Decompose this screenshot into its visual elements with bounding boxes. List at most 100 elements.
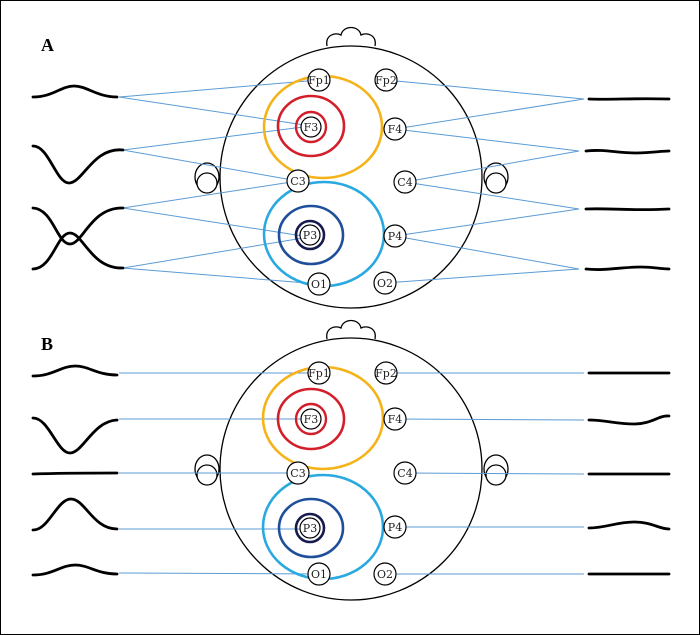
right-traces-b — [587, 371, 671, 576]
trace — [31, 416, 119, 455]
electrode-label: P3 — [303, 522, 317, 535]
electrode-label: F3 — [304, 413, 319, 426]
electrode-p4: P4 — [383, 224, 407, 248]
panel-a-label: A — [41, 35, 54, 55]
nose-b — [326, 319, 376, 340]
right-ear-a — [483, 162, 509, 194]
trace — [31, 231, 125, 271]
frontal-outer-ring — [276, 94, 346, 158]
lead-line — [394, 128, 580, 152]
electrode-o2: O2 — [373, 562, 397, 586]
electrode-f4: F4 — [383, 407, 407, 431]
right-ear-b — [483, 454, 509, 486]
parietal-inner-ring — [294, 512, 326, 544]
frontal-outer-ring — [276, 387, 346, 451]
trace — [31, 144, 125, 185]
electrode-label: Fp2 — [375, 367, 397, 380]
lead-line — [404, 150, 580, 183]
lead-line — [122, 236, 310, 269]
electrode-label: Fp2 — [375, 74, 397, 87]
trace — [584, 149, 671, 155]
electrodes-b: Fp1 Fp2 F3 F4 C3 C4 P3 P4 O1 O2 — [286, 361, 417, 586]
electrode-label: C4 — [397, 467, 412, 480]
parietal-outer-ring — [277, 497, 345, 559]
panel-b-label: B — [41, 334, 53, 354]
trace — [31, 563, 119, 577]
electrode-label: O2 — [377, 568, 393, 581]
trace — [584, 265, 671, 271]
electrode-label: Fp1 — [308, 367, 330, 380]
electrode-label: P4 — [388, 521, 402, 534]
trace — [31, 471, 119, 476]
electrode-fp1: Fp1 — [307, 68, 331, 92]
electrode-o1: O1 — [307, 562, 331, 586]
lead-line — [122, 267, 320, 285]
electrode-label: F4 — [388, 413, 403, 426]
electrode-p3: P3 — [299, 517, 321, 539]
electrode-p4: P4 — [383, 515, 407, 539]
trace — [587, 414, 671, 426]
left-traces-b — [31, 364, 119, 577]
lead-line — [122, 180, 299, 209]
electrodes-a: Fp1 Fp2 F3 F4 C3 C4 P3 P4 O1 O2 — [286, 68, 417, 296]
lead-line — [384, 268, 580, 284]
electrode-c3: C3 — [286, 461, 310, 485]
electrode-label: C3 — [290, 467, 305, 480]
right-traces-a — [584, 97, 671, 271]
electrode-label: Fp1 — [308, 74, 330, 87]
electrode-p3: P3 — [299, 224, 321, 246]
lead-line — [404, 181, 580, 210]
electrode-label: F3 — [304, 121, 319, 134]
lead-line — [122, 149, 299, 182]
electrode-label: F4 — [388, 123, 403, 136]
trace — [31, 206, 125, 246]
electrode-label: O1 — [311, 278, 327, 291]
panel-b: B — [31, 319, 671, 601]
electrode-fp2: Fp2 — [374, 68, 398, 92]
electrode-o2: O2 — [373, 271, 397, 295]
trace — [31, 497, 119, 532]
electrode-label: P4 — [388, 230, 402, 243]
electrode-c4: C4 — [393, 170, 417, 194]
electrode-f3: F3 — [300, 408, 322, 430]
frontal-inner-ring — [294, 402, 328, 436]
trace — [31, 364, 119, 378]
electrode-label: C4 — [397, 176, 412, 189]
electrode-f4: F4 — [383, 117, 407, 141]
left-traces-a — [31, 84, 125, 271]
left-ear-a — [194, 162, 220, 194]
panel-a: A — [31, 26, 671, 309]
electrode-f3: F3 — [300, 116, 322, 138]
electrode-c3: C3 — [286, 169, 310, 193]
lead-line — [385, 79, 585, 100]
electrode-label: P3 — [303, 229, 317, 242]
lead-line — [122, 125, 312, 151]
head-a — [194, 26, 509, 309]
lead-line — [404, 472, 585, 475]
electrode-c4: C4 — [393, 461, 417, 485]
lead-line — [394, 208, 580, 237]
electrode-fp2: Fp2 — [374, 361, 398, 385]
parietal-inner-ring — [294, 219, 326, 251]
trace — [587, 520, 671, 531]
trace — [587, 97, 671, 101]
parietal-outer-ring — [277, 204, 345, 266]
electrode-fp1: Fp1 — [307, 361, 331, 385]
electrode-o1: O1 — [307, 272, 331, 296]
electrode-label: O2 — [377, 277, 393, 290]
head-b — [194, 319, 509, 601]
electrode-label: O1 — [311, 568, 327, 581]
frontal-inner-ring — [294, 110, 328, 144]
trace — [584, 207, 671, 212]
lead-line — [394, 235, 580, 270]
lead-line — [118, 79, 320, 98]
electrode-label: C3 — [290, 175, 305, 188]
scalp-a — [219, 45, 483, 309]
lead-line — [118, 572, 320, 575]
trace — [31, 84, 119, 99]
nose-a — [326, 26, 376, 47]
scalp-b — [219, 337, 483, 601]
lead-line — [394, 98, 585, 130]
